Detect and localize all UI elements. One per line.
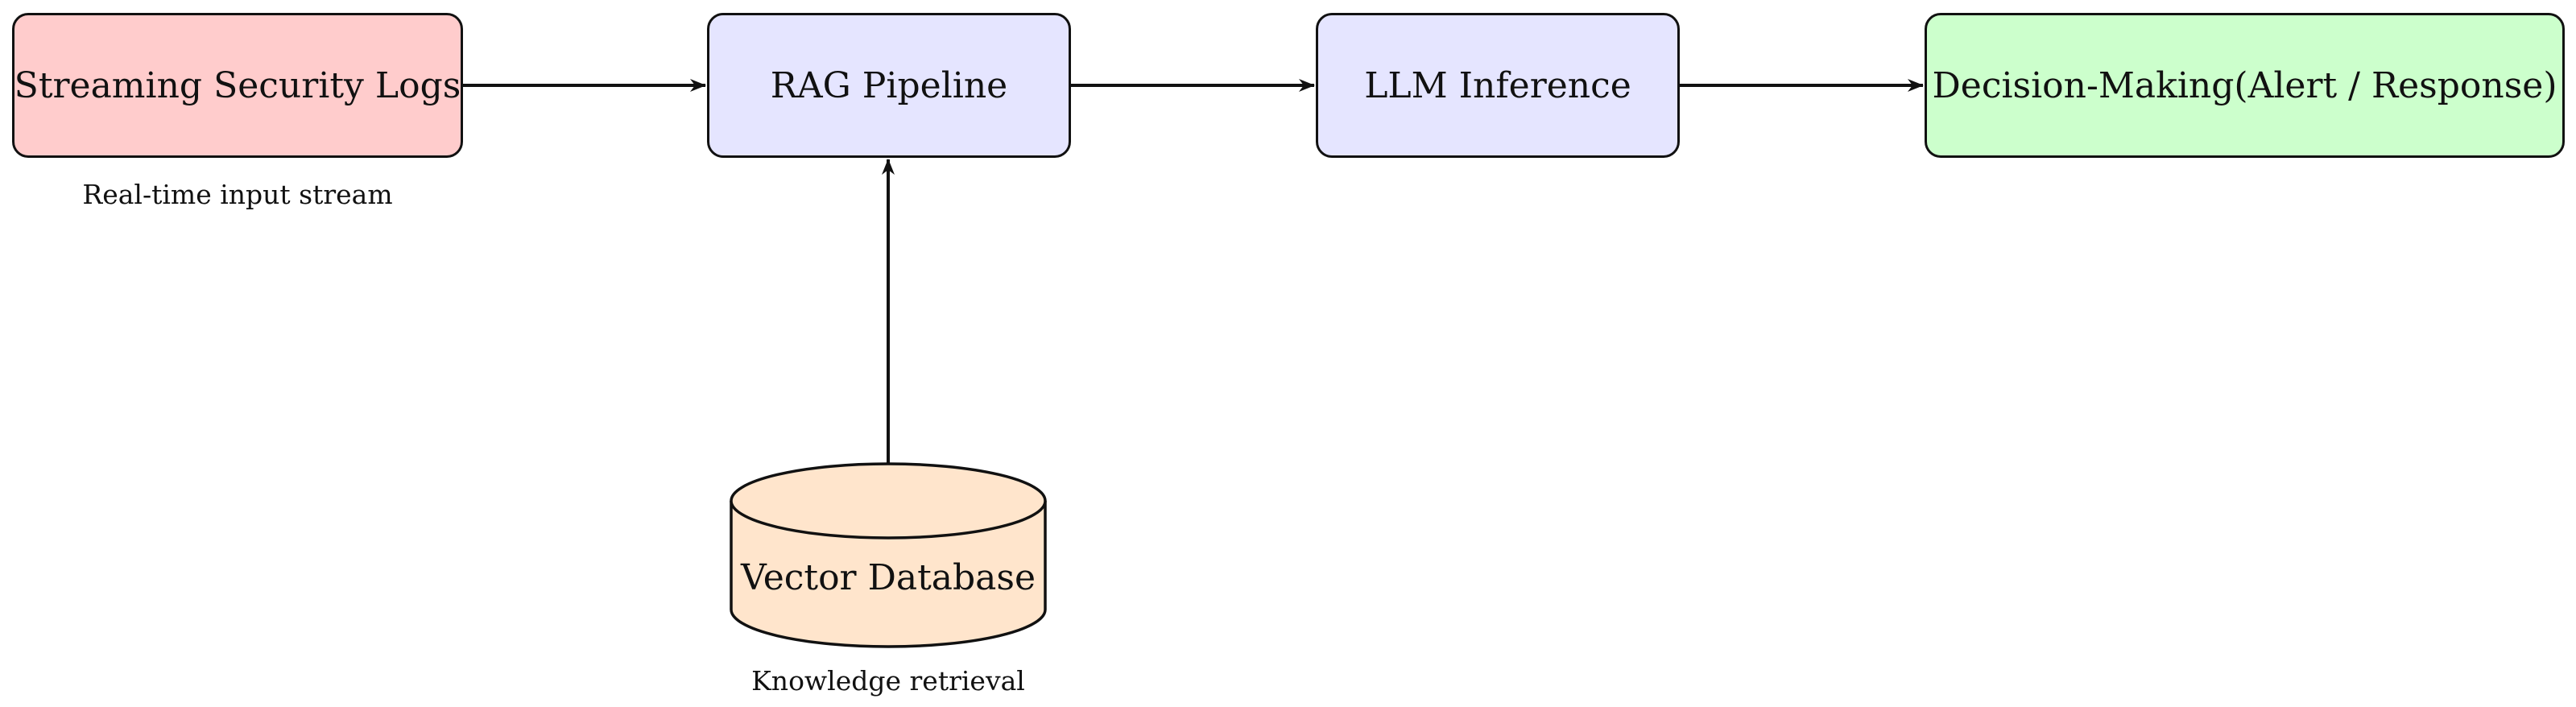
vector-database-label: Vector Database [740, 557, 1036, 598]
node-llm-inference: LLM Inference [1316, 13, 1680, 158]
caption-real-time-input-stream: Real-time input stream [82, 179, 393, 210]
node-rag-pipeline: RAG Pipeline [707, 13, 1071, 158]
node-streaming-security-logs-label: Streaming Security Logs [14, 64, 461, 106]
node-llm-inference-label: LLM Inference [1364, 64, 1631, 106]
caption-knowledge-retrieval: Knowledge retrieval [751, 665, 1025, 697]
node-decision-making: Decision-Making(Alert / Response) [1925, 13, 2565, 158]
node-rag-pipeline-label: RAG Pipeline [770, 64, 1008, 106]
vector-database-cylinder [730, 462, 1047, 648]
node-streaming-security-logs: Streaming Security Logs [12, 13, 463, 158]
node-decision-making-label: Decision-Making(Alert / Response) [1932, 64, 2557, 106]
database-cylinder-top [730, 462, 1047, 540]
database-cylinder-body [730, 501, 1047, 648]
